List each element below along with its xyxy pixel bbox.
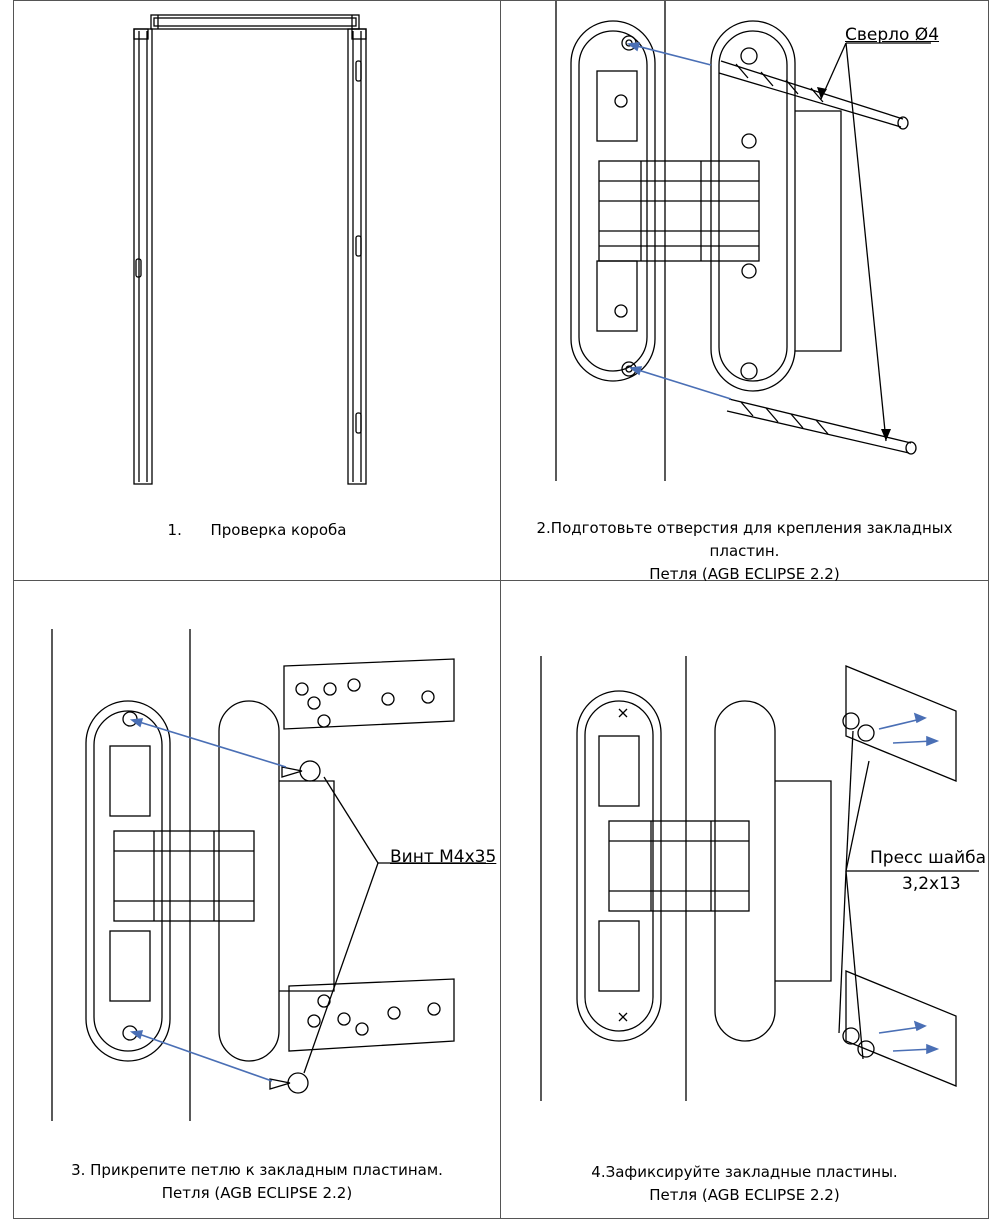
table-border-right	[988, 0, 989, 1219]
step-2-caption: 2.Подготовьте отверстия для крепления за…	[501, 517, 988, 586]
step-1-text: Проверка короба	[210, 521, 347, 539]
washer-callout-line1: Пресс шайба	[870, 848, 987, 868]
instruction-sheet: 1. Проверка короба	[13, 0, 989, 1220]
drill-callout: Сверло Ø4	[845, 25, 940, 45]
step-2-caption-line2: Петля (AGB ECLIPSE 2.2)	[649, 565, 840, 583]
step-3-caption: 3. Прикрепите петлю к закладным пластина…	[14, 1159, 500, 1205]
step-2-caption-line1: 2.Подготовьте отверстия для крепления за…	[536, 519, 953, 560]
step-1-caption: 1. Проверка короба	[14, 519, 500, 542]
table-border-left	[13, 0, 14, 1219]
step-2-cell: Сверло Ø4 2.Подготовьте отверстия для кр…	[501, 1, 988, 583]
hinge-drilling-illustration	[555, 1, 931, 481]
screw-callout: Винт М4х35	[390, 847, 497, 867]
step-3-caption-line2: Петля (AGB ECLIPSE 2.2)	[161, 1184, 353, 1202]
step-3-caption-line1: 3. Прикрепите петлю к закладным пластина…	[71, 1161, 443, 1179]
step-4-caption: 4.Зафиксируйте закладные пластины. Петля…	[501, 1161, 988, 1207]
step-3-cell: Винт М4х35 3. Прикрепите петлю к закладн…	[14, 581, 500, 1218]
plate-fixing-illustration	[540, 656, 979, 1101]
table-divider-horizontal	[13, 580, 989, 581]
table-border-top	[13, 0, 989, 1]
step-1-number: 1.	[167, 521, 182, 539]
step-4-caption-line1: 4.Зафиксируйте закладные пластины.	[591, 1163, 898, 1181]
step-4-caption-line2: Петля (AGB ECLIPSE 2.2)	[649, 1186, 840, 1204]
step-1-cell: 1. Проверка короба	[14, 1, 500, 580]
door-frame-illustration	[133, 14, 367, 485]
table-divider-vertical	[500, 0, 501, 1219]
table-border-bottom	[13, 1218, 989, 1219]
washer-callout-line2: 3,2х13	[902, 874, 961, 894]
hinge-screw-illustration	[51, 629, 486, 1121]
step-4-cell: Пресс шайба 3,2х13 4.Зафиксируйте заклад…	[501, 581, 988, 1218]
